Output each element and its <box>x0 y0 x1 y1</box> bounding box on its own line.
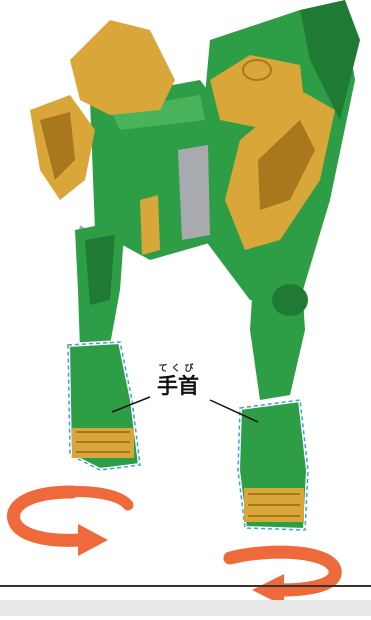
section-divider <box>0 585 371 587</box>
callout-label: 手首 <box>157 374 199 398</box>
callout-leader-right <box>209 399 259 423</box>
rotate-arrow-icon <box>7 485 134 556</box>
left-leg <box>75 220 125 350</box>
callout-leader-left <box>111 396 151 413</box>
rotate-arrow-icon <box>223 545 342 606</box>
bottom-band <box>0 600 371 616</box>
left-gold-armor <box>30 20 175 200</box>
silver-panel <box>178 145 210 240</box>
right-gold-armor <box>210 55 335 250</box>
right-wrist-part <box>235 397 311 533</box>
gold-joint <box>140 195 160 255</box>
right-leg <box>250 250 308 400</box>
wrist-callout: てくび 手首 <box>138 364 218 398</box>
left-wrist-part <box>65 339 143 473</box>
callout-ruby: てくび <box>158 364 198 374</box>
